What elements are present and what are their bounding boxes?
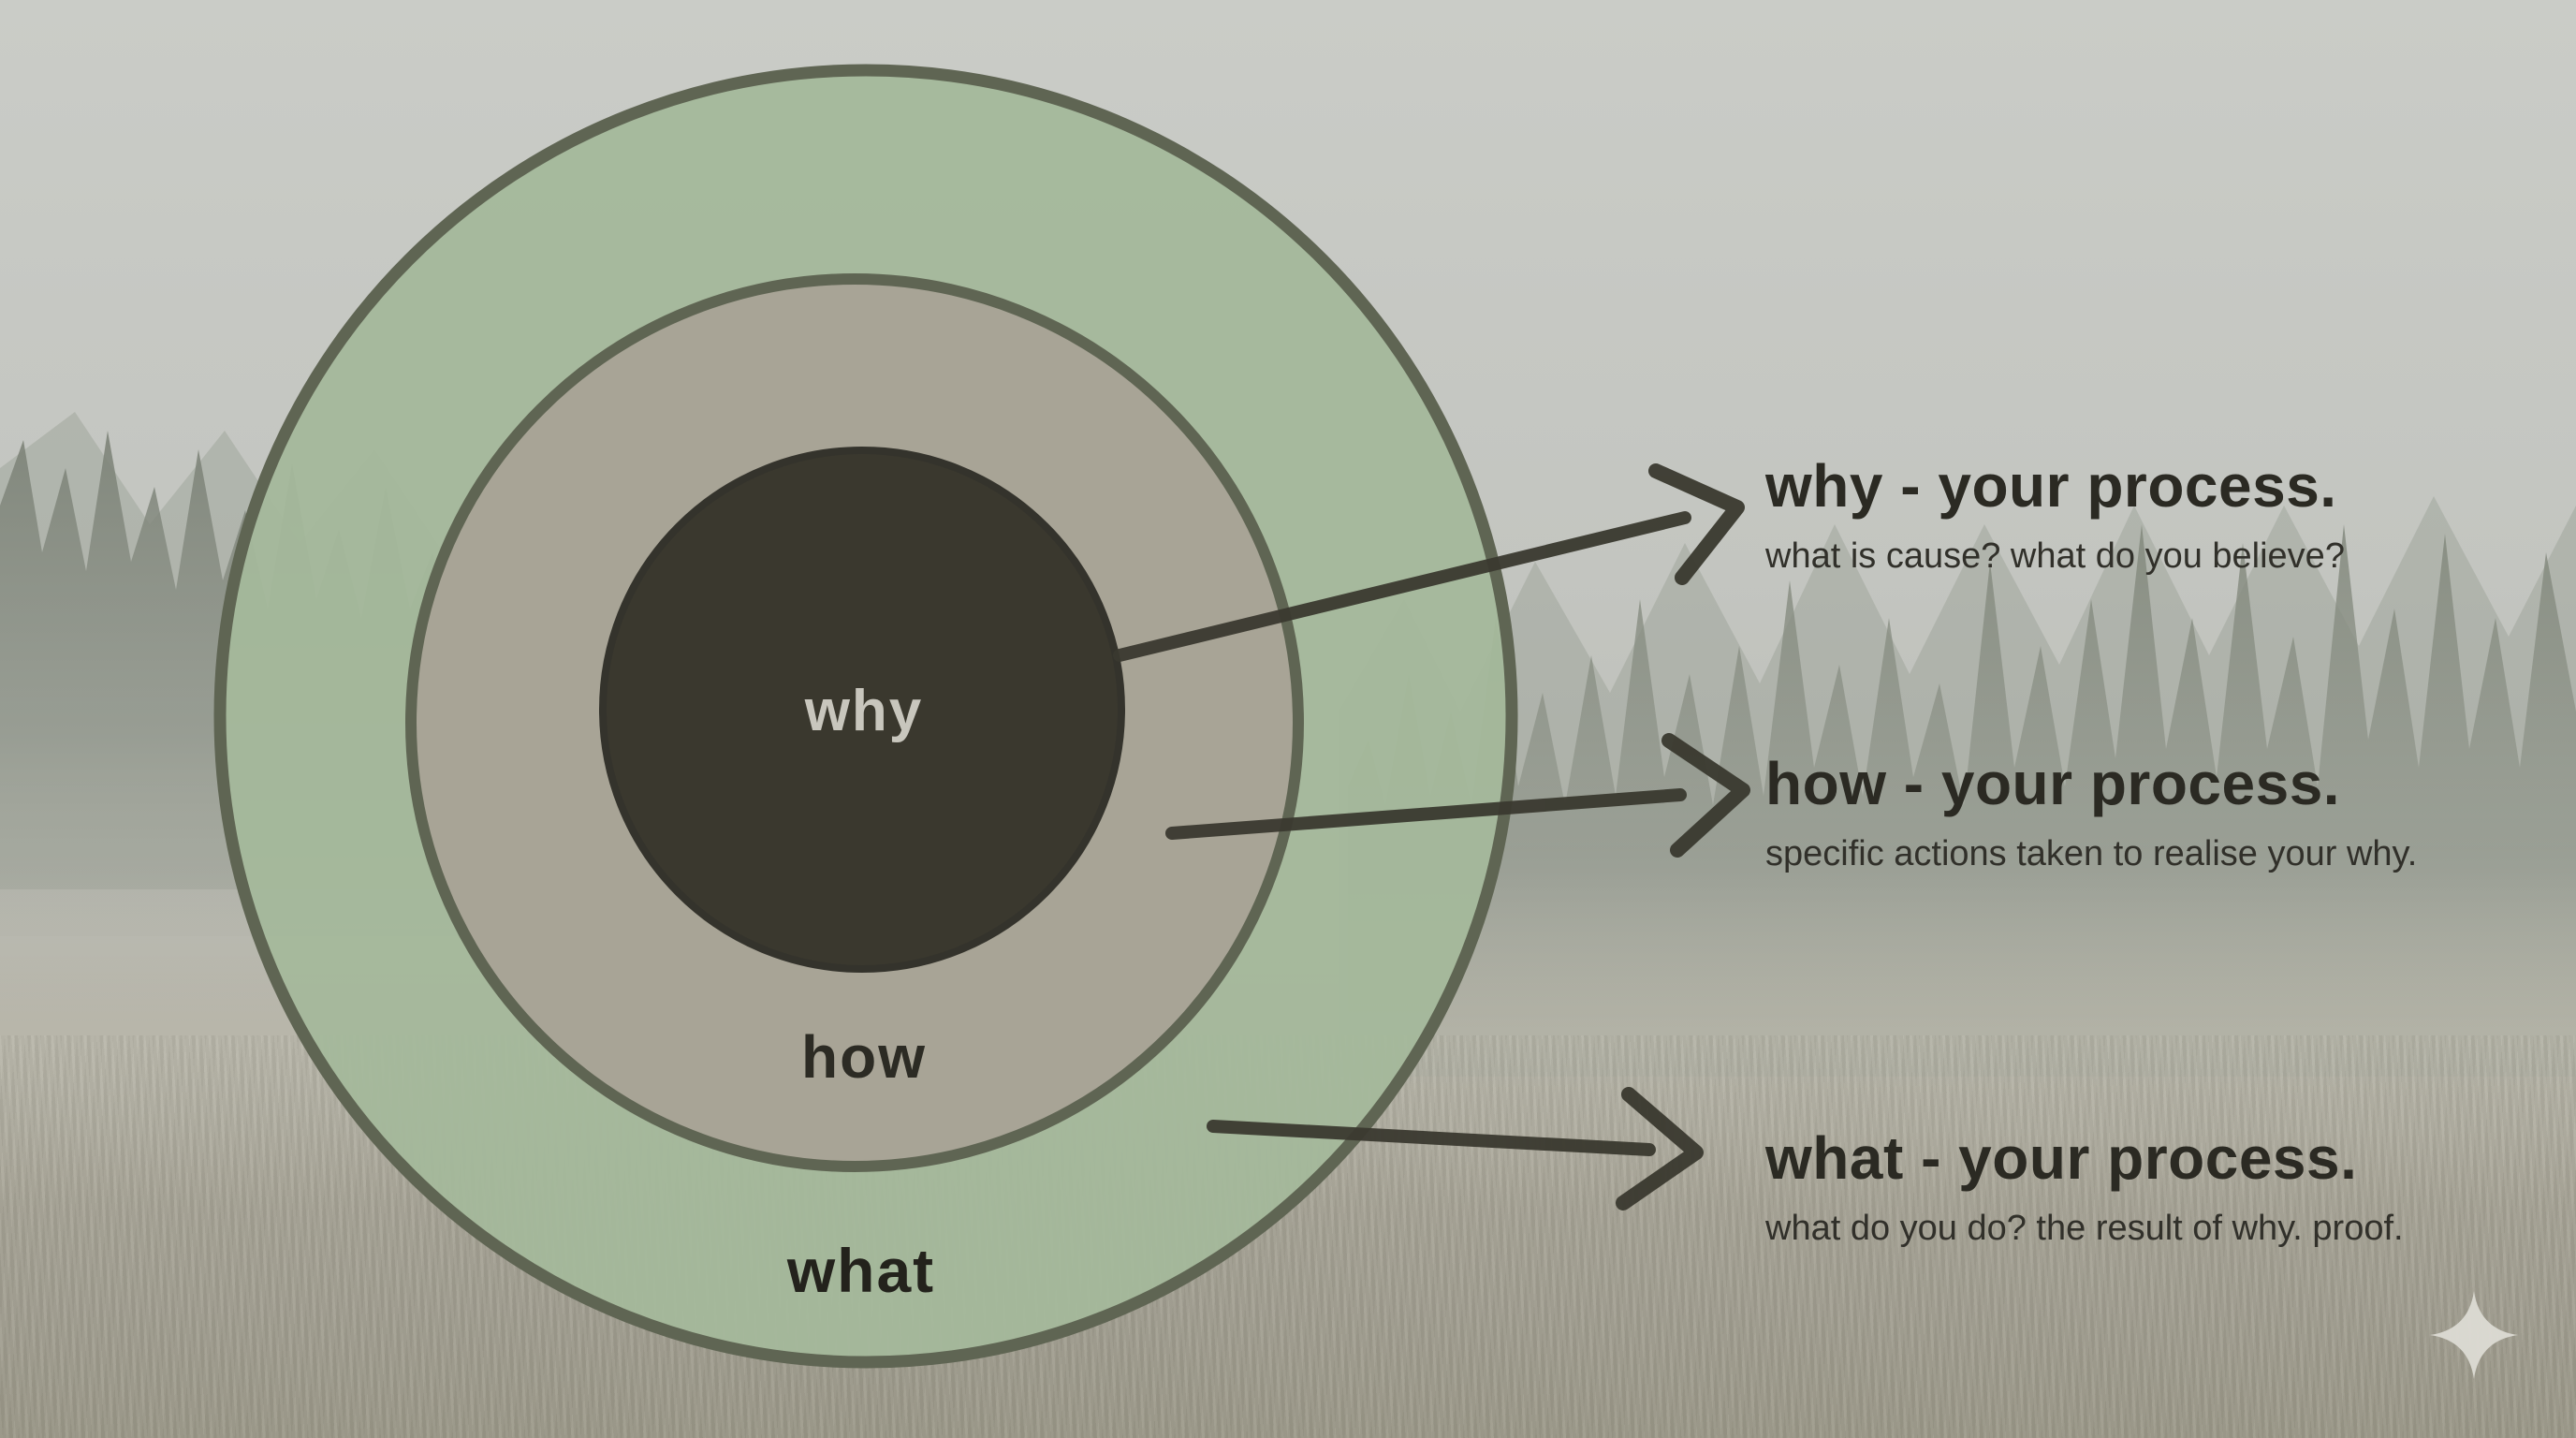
what-arrow: [1207, 1087, 1704, 1211]
annotation-what-title: what - your process.: [1765, 1124, 2358, 1192]
four-point-sparkle: [2429, 1290, 2519, 1380]
how-arrow: [1165, 733, 1750, 858]
ring-label-why: why: [804, 679, 924, 743]
circle-why: [599, 447, 1125, 973]
annotation-what: what - your process. what do you do? the…: [1765, 1124, 2570, 1250]
ring-label-how: how: [801, 1023, 927, 1091]
annotation-why-description: what is cause? what do you believe?: [1765, 536, 2345, 577]
annotation-how-title: how - your process.: [1765, 750, 2341, 817]
why-arrow: [1113, 463, 1745, 662]
annotation-how: how - your process. specific actions tak…: [1765, 750, 2570, 875]
sparkle-icon: [2428, 1288, 2520, 1382]
annotation-why-title: why - your process.: [1765, 452, 2337, 520]
annotation-why: why - your process. what is cause? what …: [1765, 452, 2570, 578]
annotation-what-description: what do you do? the result of why. proof…: [1765, 1209, 2404, 1249]
ring-label-what: what: [786, 1236, 935, 1305]
annotation-how-description: specific actions taken to realise your w…: [1765, 834, 2418, 874]
